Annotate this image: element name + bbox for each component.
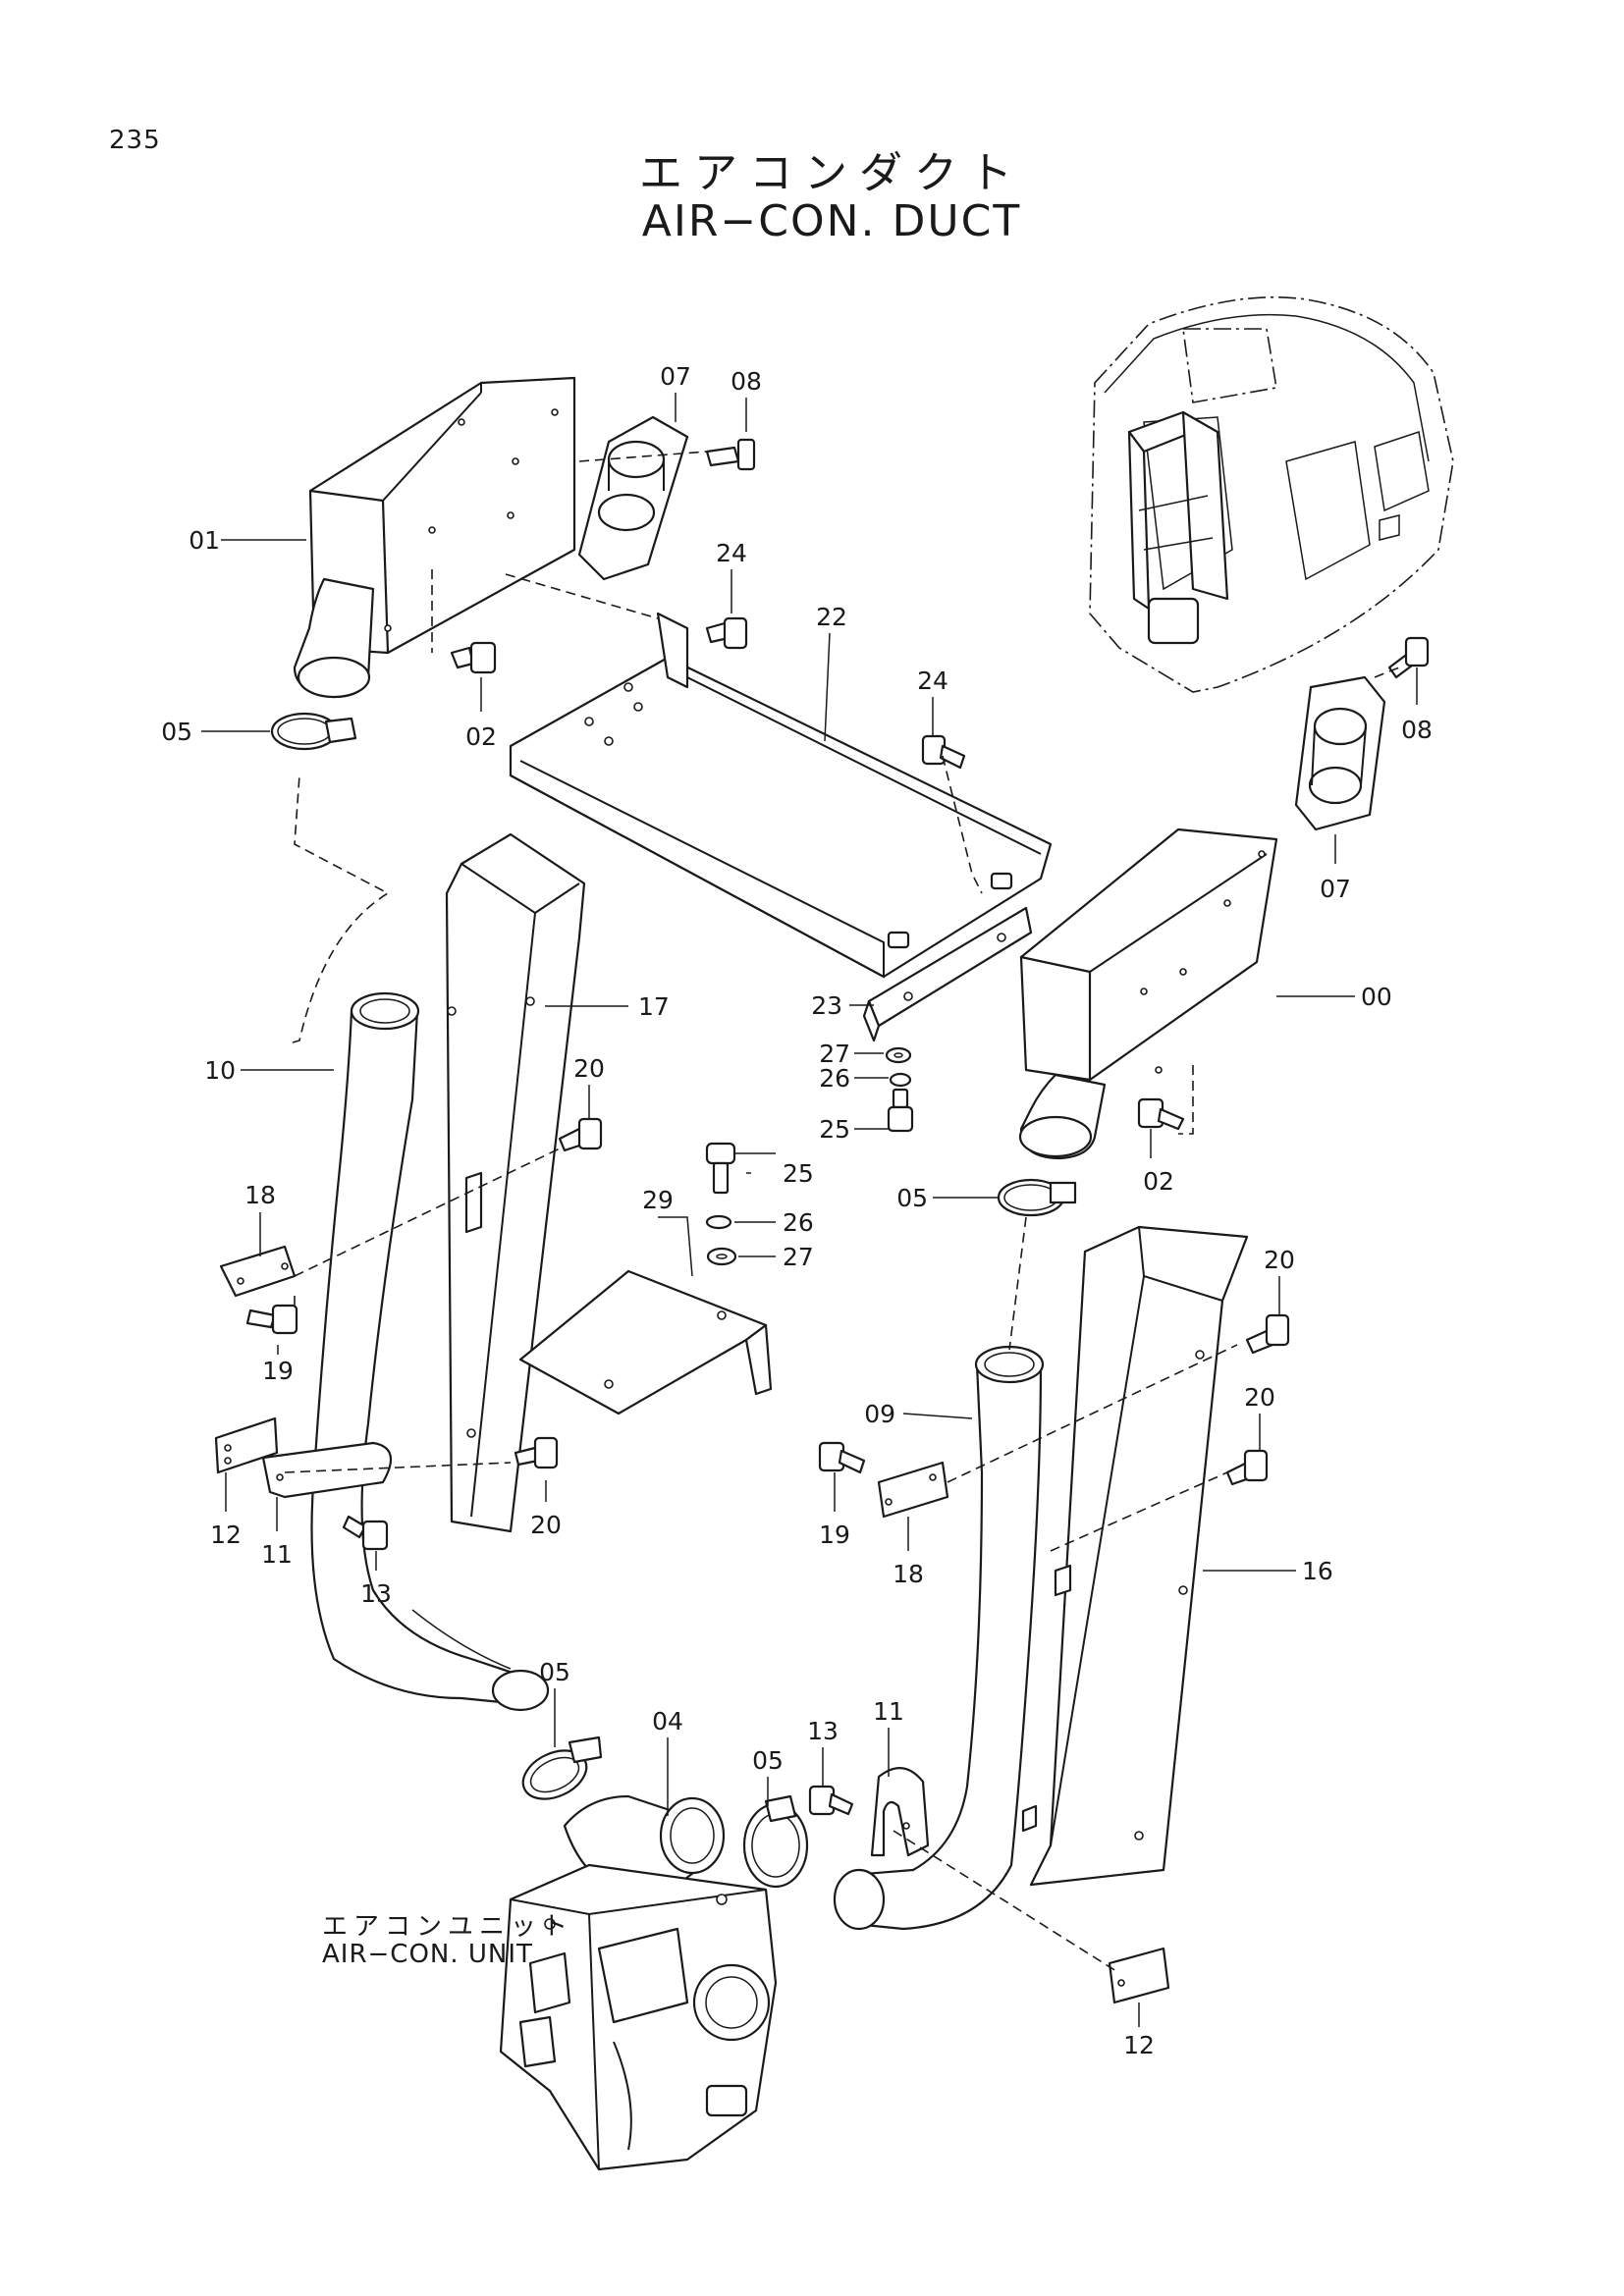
title-japanese: エアコンダクト [639, 148, 1024, 198]
bracket-17 [445, 832, 586, 1533]
callout-05-top-left: 05 [161, 718, 192, 746]
bolt-25-top [887, 1088, 914, 1133]
vent-grille-07-left [577, 415, 689, 581]
hose-clamp-05-lower-right [742, 1794, 809, 1889]
washer-26-top [889, 1072, 912, 1088]
bolt-20-right-mid [1225, 1449, 1269, 1486]
bolt-08-right [1387, 636, 1430, 679]
callout-27-top: 27 [819, 1040, 850, 1068]
callout-05-lower-right: 05 [752, 1746, 784, 1775]
callout-11-right: 11 [873, 1697, 904, 1726]
callout-18-right: 18 [893, 1560, 924, 1588]
hose-09 [833, 1345, 1045, 1931]
bolt-02-right [1137, 1097, 1185, 1131]
bracket-16 [1021, 1225, 1249, 1887]
callout-05-mid: 05 [896, 1184, 928, 1212]
callout-25-top: 25 [819, 1115, 850, 1144]
band-clamp-11-left [261, 1441, 393, 1499]
callout-26-mid: 26 [783, 1208, 814, 1237]
callout-05-lower-left: 05 [539, 1658, 570, 1686]
bolt-20-top [558, 1117, 603, 1152]
bolt-25-mid [705, 1142, 736, 1195]
bracket-18-left [219, 1245, 297, 1298]
callout-23: 23 [811, 991, 842, 1020]
hose-10 [310, 991, 550, 1712]
vent-grille-07-right [1294, 675, 1386, 831]
callout-27-mid: 27 [783, 1243, 814, 1271]
bolt-02-left [450, 641, 497, 674]
callout-16: 16 [1302, 1557, 1333, 1585]
band-clamp-11-right [870, 1767, 930, 1857]
duct-01 [293, 376, 576, 699]
bolt-19-right [818, 1441, 866, 1474]
bolt-20-right-top [1245, 1313, 1290, 1355]
unit-label-english: AIR−CON. UNIT [322, 1940, 533, 1969]
plate-12-left [214, 1416, 279, 1474]
leader-lines [201, 393, 1418, 2027]
callout-08-right: 08 [1401, 716, 1433, 744]
callout-13-left: 13 [360, 1579, 392, 1608]
callout-02-right: 02 [1143, 1167, 1174, 1196]
callout-07-right: 07 [1320, 875, 1351, 903]
bolt-13-right [808, 1785, 854, 1816]
callout-26-top: 26 [819, 1064, 850, 1093]
hose-clamp-05-lower-left [521, 1735, 603, 1800]
callout-24-mid: 24 [917, 667, 948, 695]
bracket-29 [518, 1269, 773, 1415]
callout-11-left: 11 [261, 1540, 293, 1569]
callout-labels: 01 07 08 24 22 02 05 24 08 07 00 17 10 2… [161, 362, 1433, 2059]
hose-clamp-05-top-left [270, 712, 357, 751]
callout-07-left: 07 [660, 362, 691, 391]
hose-clamp-05-mid [997, 1178, 1077, 1217]
air-con-unit [499, 1863, 778, 2171]
title-english: AIR−CON. DUCT [641, 196, 1022, 246]
bolt-24-mid [921, 734, 966, 770]
duct-00 [1018, 828, 1278, 1160]
callout-04: 04 [652, 1707, 683, 1735]
callout-02-left: 02 [465, 722, 497, 751]
bolt-24-top [705, 616, 748, 650]
callout-25-mid: 25 [783, 1159, 814, 1188]
operator-cab [1089, 295, 1454, 693]
washer-26-mid [705, 1214, 732, 1230]
washer-27-top [885, 1046, 912, 1064]
callout-20-left-low: 20 [530, 1511, 562, 1539]
callout-08-left: 08 [731, 367, 762, 396]
callout-13-right: 13 [807, 1717, 839, 1745]
callout-12-left: 12 [210, 1521, 242, 1549]
callout-18-left: 18 [244, 1181, 276, 1209]
bracket-22 [509, 612, 1053, 979]
bracket-18-right [877, 1461, 949, 1519]
callout-20-top: 20 [573, 1054, 605, 1083]
bolt-20-left-low [514, 1436, 559, 1469]
plate-12-right [1108, 1947, 1170, 2004]
callout-12-right: 12 [1123, 2031, 1155, 2059]
page-number: 235 [109, 126, 161, 155]
callout-24-top: 24 [716, 539, 747, 567]
callout-01: 01 [189, 526, 220, 555]
callout-22: 22 [816, 603, 847, 631]
callout-17: 17 [638, 992, 670, 1021]
bolt-13-left [342, 1515, 389, 1551]
unit-label-japanese: エアコンユニット [322, 1912, 574, 1942]
bracket-23 [862, 906, 1033, 1042]
bolt-19-left [245, 1304, 298, 1335]
callout-29: 29 [642, 1186, 674, 1214]
callout-20-right-top: 20 [1264, 1246, 1295, 1274]
callout-20-right-mid: 20 [1244, 1383, 1275, 1412]
callout-19-left: 19 [262, 1357, 294, 1385]
callout-10: 10 [204, 1056, 236, 1085]
callout-09: 09 [864, 1400, 895, 1428]
callout-19-right: 19 [819, 1521, 850, 1549]
washer-27-mid [706, 1247, 737, 1266]
bolt-08-left [705, 438, 756, 471]
callout-00: 00 [1361, 983, 1392, 1011]
